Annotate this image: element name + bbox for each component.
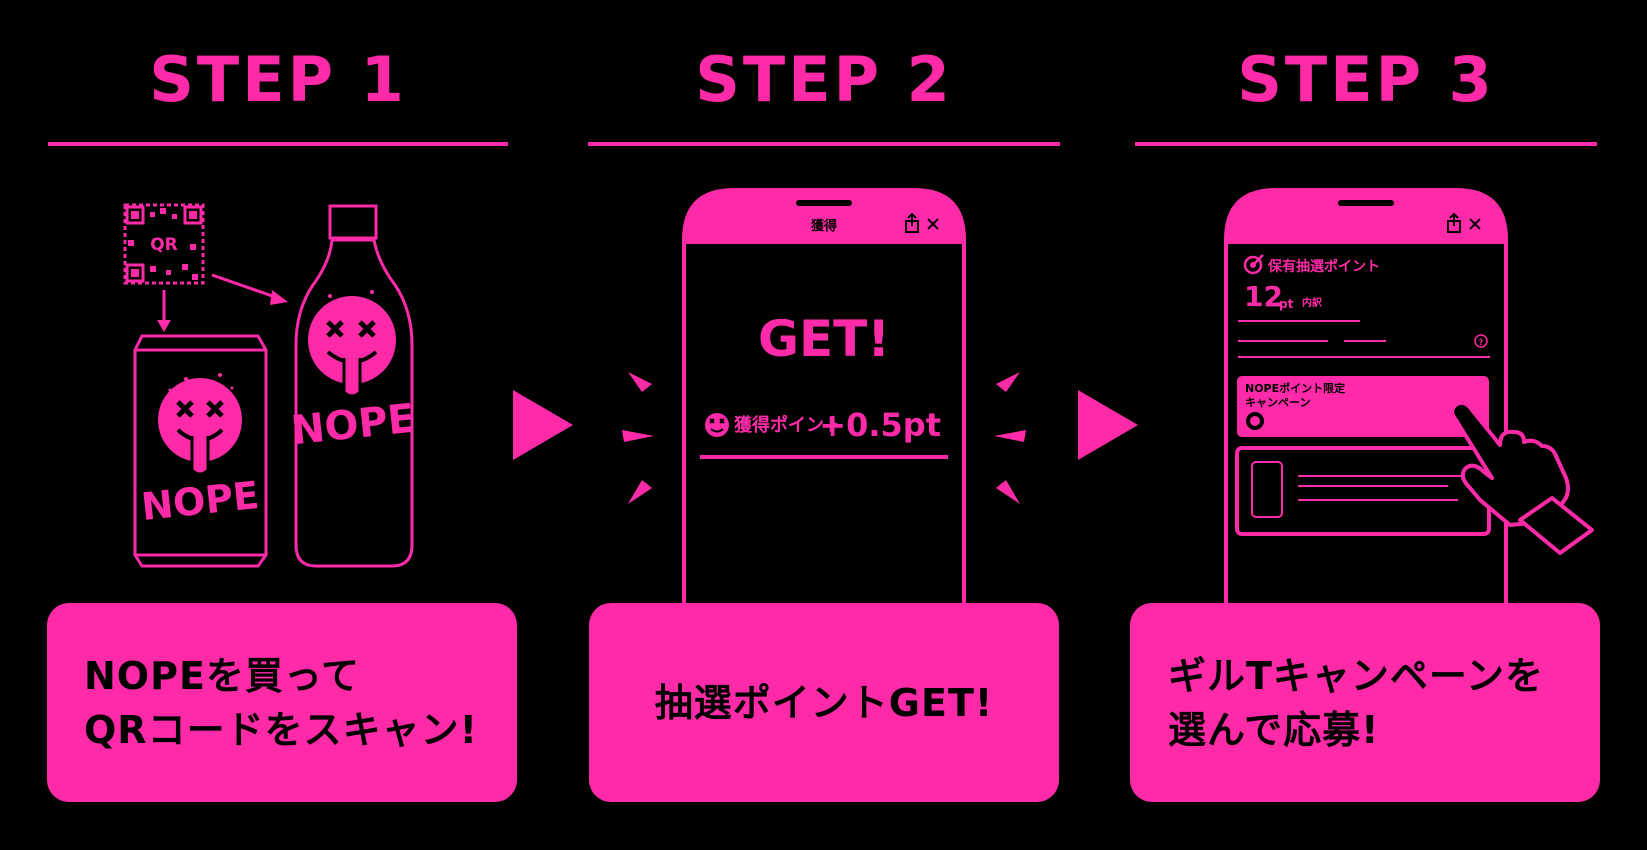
can-brand: NOPE xyxy=(139,473,261,529)
step-3-caption-panel: ギルTキャンペーンを 選んで応募! xyxy=(1130,603,1600,802)
share-icon xyxy=(1447,212,1461,233)
arrow-right-icon xyxy=(1078,390,1138,460)
points-unit: pt xyxy=(1279,297,1294,311)
step-1-divider xyxy=(48,142,508,146)
get-headline: GET! xyxy=(758,310,890,368)
step-2-caption: 抽選ポイントGET! xyxy=(654,680,994,725)
step-3-title: STEP 3 xyxy=(1237,43,1495,116)
step-3-caption: ギルTキャンペーンを 選んで応募! xyxy=(1168,653,1545,752)
points-number: 12 xyxy=(1244,280,1283,313)
bottle-brand: NOPE xyxy=(289,396,417,455)
step-1-caption-panel: NOPEを買って QRコードをスキャン! xyxy=(47,603,517,802)
help-icon xyxy=(1474,334,1488,348)
smiley-logo-icon xyxy=(158,373,242,476)
target-icon xyxy=(1243,254,1264,275)
share-icon xyxy=(905,212,919,233)
nope-can: NOPE xyxy=(133,334,268,568)
campaign-title-line1: NOPEポイント限定 xyxy=(1245,381,1345,395)
step-2-phone: 獲得 GET! 獲得ポイント +0.5pt xyxy=(682,188,966,603)
points-value: +0.5pt xyxy=(819,406,941,444)
step-3-phone: 保有抽選ポイント 12 pt 内訳 ? NOPEポイント限定 キャンペーン xyxy=(1224,188,1508,603)
step-2-divider xyxy=(588,142,1060,146)
smiley-logo-icon xyxy=(308,290,396,398)
arrow-right-icon xyxy=(513,390,573,460)
sparkle-icon xyxy=(622,372,1026,504)
phone-header-title: 獲得 xyxy=(811,218,837,234)
step-1-title: STEP 1 xyxy=(149,43,407,116)
step-2-title: STEP 2 xyxy=(695,43,953,116)
campaign-title-line2: キャンペーン xyxy=(1245,396,1310,409)
step-2-caption-panel: 抽選ポイントGET! xyxy=(589,603,1059,802)
smiley-logo-icon xyxy=(705,413,729,437)
step-1-caption: NOPEを買って QRコードをスキャン! xyxy=(84,653,478,752)
step-3-divider xyxy=(1135,142,1597,146)
qr-code-icon: QR xyxy=(123,203,205,285)
pointing-hand-icon xyxy=(1450,400,1594,555)
close-icon xyxy=(927,218,939,230)
nope-bottle: NOPE xyxy=(289,204,417,568)
qr-label: QR xyxy=(150,235,178,255)
points-section-title: 保有抽選ポイント xyxy=(1267,258,1380,275)
breakdown-link: 内訳 xyxy=(1302,296,1323,309)
svg-text:?: ? xyxy=(1479,338,1484,347)
close-icon xyxy=(1469,218,1481,230)
points-label: 獲得ポイント xyxy=(734,414,842,436)
arrow-icon xyxy=(157,273,288,332)
